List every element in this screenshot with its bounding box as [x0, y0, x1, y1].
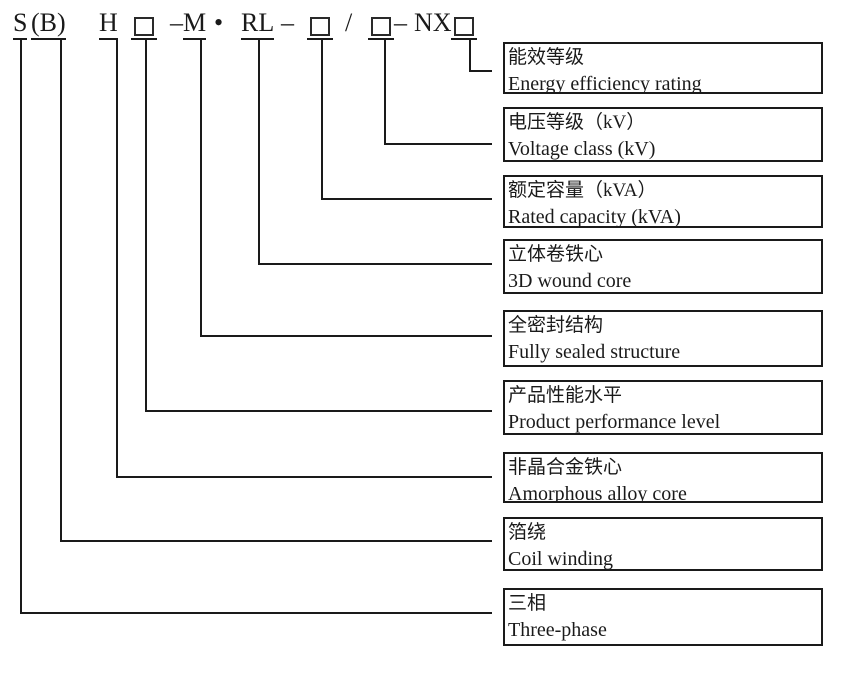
code-dash-2: – — [281, 8, 294, 37]
label-zh: 额定容量（kVA） — [508, 180, 657, 201]
label-zh: 箔绕 — [508, 522, 547, 543]
label-en: Coil winding — [508, 548, 614, 570]
code-part-nx: NX — [414, 8, 452, 37]
label-zh: 电压等级（kV） — [508, 112, 646, 133]
connector-capacity-vertical — [321, 40, 323, 200]
label-en: Rated capacity (kVA) — [508, 206, 681, 228]
connector-capacity-horizontal — [321, 198, 492, 200]
code-dash-3: – — [394, 8, 407, 37]
label-box-three-phase: 三相 Three-phase — [503, 588, 823, 646]
label-zh: 全密封结构 — [508, 315, 604, 336]
connector-performance-vertical — [145, 40, 147, 412]
connector-efficiency-vertical — [469, 40, 471, 72]
code-placeholder-efficiency — [451, 8, 477, 40]
placeholder-box-icon — [454, 17, 474, 36]
label-zh: 产品性能水平 — [508, 385, 623, 406]
code-part-three-phase: S — [13, 8, 28, 40]
code-separator-dot: • — [214, 8, 224, 37]
label-en: Voltage class (kV) — [508, 138, 656, 160]
connector-voltage-vertical — [384, 40, 386, 145]
label-zh: 能效等级 — [508, 47, 585, 68]
connector-amorphous-horizontal — [116, 476, 492, 478]
connector-amorphous-vertical — [116, 40, 118, 478]
label-box-3d-wound-core: 立体卷铁心 3D wound core — [503, 239, 823, 294]
code-placeholder-voltage — [368, 8, 394, 40]
label-en: Fully sealed structure — [508, 341, 681, 363]
code-part-wound-core: RL — [241, 8, 275, 40]
code-placeholder-capacity — [307, 8, 333, 40]
connector-three-phase-horizontal — [20, 612, 492, 614]
connector-performance-horizontal — [145, 410, 492, 412]
label-box-voltage-class: 电压等级（kV） Voltage class (kV) — [503, 107, 823, 162]
model-code-row: S (B) H – M • RL – / – NX — [0, 8, 850, 50]
label-zh: 三相 — [508, 593, 547, 614]
placeholder-box-icon — [371, 17, 391, 36]
label-en: Energy efficiency rating — [508, 73, 702, 94]
label-en: Amorphous alloy core — [508, 483, 687, 503]
code-part-amorphous: H — [99, 8, 118, 40]
connector-voltage-horizontal — [384, 143, 492, 145]
connector-sealed-horizontal — [200, 335, 492, 337]
connector-wound-core-vertical — [258, 40, 260, 265]
placeholder-box-icon — [134, 17, 154, 36]
label-en: 3D wound core — [508, 270, 632, 292]
label-box-amorphous-core: 非晶合金铁心 Amorphous alloy core — [503, 452, 823, 503]
code-placeholder-performance — [131, 8, 157, 40]
label-box-fully-sealed: 全密封结构 Fully sealed structure — [503, 310, 823, 367]
label-box-rated-capacity: 额定容量（kVA） Rated capacity (kVA) — [503, 175, 823, 228]
placeholder-box-icon — [310, 17, 330, 36]
connector-coil-winding-horizontal — [60, 540, 492, 542]
connector-wound-core-horizontal — [258, 263, 492, 265]
label-box-energy-efficiency: 能效等级 Energy efficiency rating — [503, 42, 823, 94]
connector-coil-winding-vertical — [60, 40, 62, 542]
label-en: Three-phase — [508, 619, 607, 641]
code-part-sealed: M — [183, 8, 207, 40]
connector-three-phase-vertical — [20, 40, 22, 614]
code-part-coil-winding: (B) — [31, 8, 66, 40]
label-zh: 立体卷铁心 — [508, 244, 604, 265]
code-separator-slash: / — [345, 8, 353, 37]
label-en: Product performance level — [508, 411, 721, 433]
label-box-coil-winding: 箔绕 Coil winding — [503, 517, 823, 571]
label-box-performance-level: 产品性能水平 Product performance level — [503, 380, 823, 435]
label-zh: 非晶合金铁心 — [508, 457, 623, 478]
code-dash-1: – — [170, 8, 183, 37]
connector-efficiency-horizontal — [469, 70, 492, 72]
connector-sealed-vertical — [200, 40, 202, 337]
